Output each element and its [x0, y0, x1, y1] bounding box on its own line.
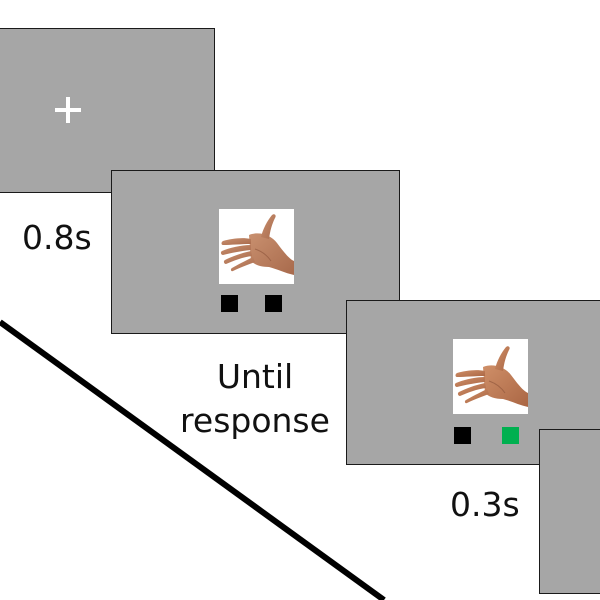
fixation-cross-icon — [55, 97, 81, 123]
response-key-right-correct — [502, 427, 519, 444]
next-trial-screen — [539, 429, 600, 594]
response-key-left — [454, 427, 471, 444]
fixation-screen — [0, 28, 215, 193]
hand-image — [219, 209, 294, 284]
fixation-duration-label: 0.8s — [22, 218, 92, 257]
hand-icon — [454, 346, 528, 407]
feedback-screen — [346, 300, 600, 465]
hand-image — [453, 339, 528, 414]
stimulus-duration-line-1: Until — [216, 357, 294, 396]
stimulus-duration-label: Until response — [175, 355, 335, 443]
response-key-right — [265, 295, 282, 312]
feedback-duration-label: 0.3s — [450, 485, 520, 524]
response-key-left — [221, 295, 238, 312]
hand-icon — [220, 214, 294, 275]
stimulus-duration-line-2: response — [180, 401, 330, 440]
